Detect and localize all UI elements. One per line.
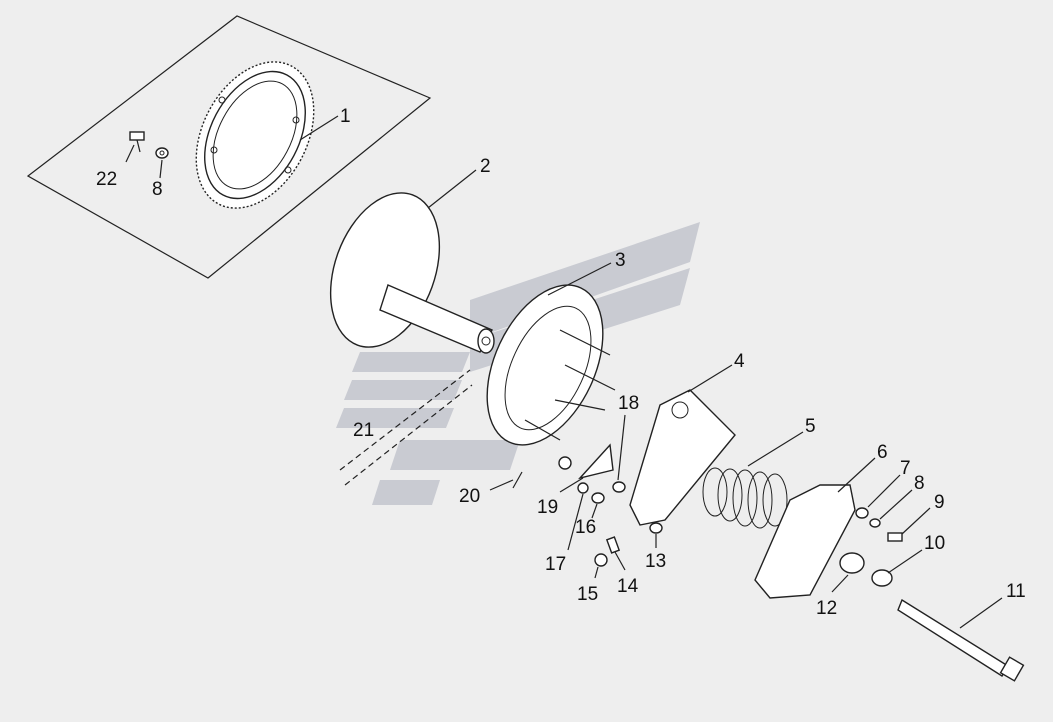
callout-13: 13 — [645, 551, 666, 572]
leader-lines — [125, 115, 1003, 629]
callout-22: 22 — [96, 169, 117, 190]
callout-1: 1 — [340, 106, 351, 127]
cover-plate — [754, 484, 856, 599]
roller-19 — [558, 456, 572, 470]
callout-11: 11 — [1006, 581, 1026, 602]
callout-14: 14 — [617, 576, 639, 597]
callout-9: 9 — [934, 492, 945, 513]
callout-21: 21 — [353, 420, 374, 441]
callout-3: 3 — [615, 250, 626, 271]
callout-8-right: 8 — [914, 473, 925, 494]
callout-17: 17 — [545, 554, 566, 575]
roller-17 — [577, 482, 589, 494]
long-bolt — [897, 598, 1025, 682]
callout-18: 18 — [618, 393, 639, 414]
callout-4: 4 — [734, 351, 745, 372]
spring — [702, 467, 788, 529]
pin-20 — [512, 471, 523, 489]
bushing-12 — [839, 552, 865, 574]
drive-belt — [339, 369, 473, 486]
nut-15 — [594, 553, 608, 567]
washer-18 — [612, 481, 626, 493]
cam-plate — [629, 389, 736, 526]
bolt-22 — [129, 131, 145, 153]
callout-16: 16 — [575, 517, 596, 538]
ring-gear — [195, 61, 315, 209]
callout-10: 10 — [924, 533, 945, 554]
pin-14 — [605, 536, 621, 554]
guide-18 — [577, 443, 614, 480]
bushing-16 — [591, 492, 605, 504]
washer-7 — [855, 507, 869, 519]
callout-5: 5 — [805, 416, 816, 437]
ring-gear-group-box — [26, 15, 432, 279]
movable-pulley — [486, 284, 616, 446]
callout-12: 12 — [816, 598, 837, 619]
nut-8 — [869, 518, 881, 528]
pulley-half-shaft — [329, 192, 495, 354]
screw-9 — [887, 532, 903, 542]
washer-10 — [871, 569, 893, 587]
callout-8-top: 8 — [152, 179, 163, 200]
callout-19: 19 — [537, 497, 558, 518]
callout-6: 6 — [877, 442, 888, 463]
callout-15: 15 — [577, 584, 598, 605]
nut-8-top — [155, 147, 169, 159]
callout-20: 20 — [459, 486, 480, 507]
callout-2: 2 — [480, 156, 491, 177]
nut-13 — [649, 522, 663, 534]
callout-7: 7 — [900, 458, 911, 479]
